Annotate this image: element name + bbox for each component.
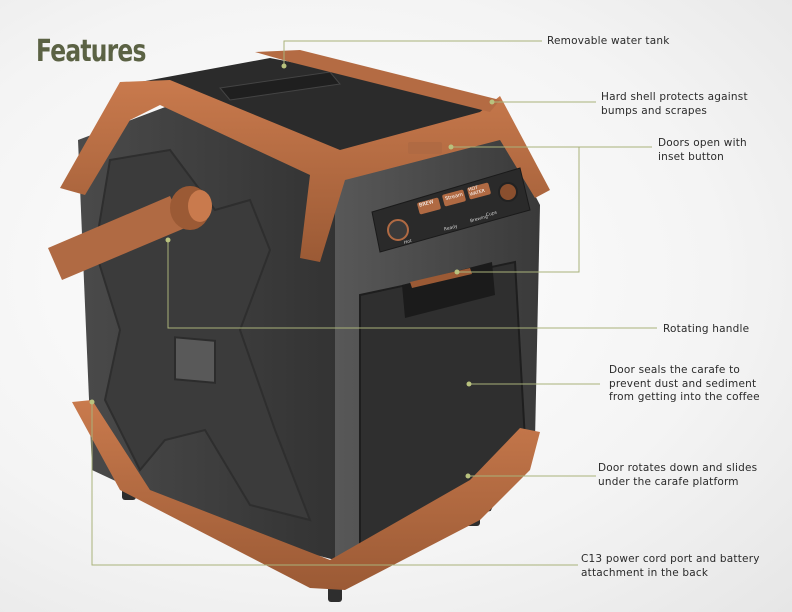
callout-power: C13 power cord port and battery attachme… [581, 553, 760, 580]
callout-door-seal-line-3: from getting into the coffee [609, 391, 760, 403]
callout-water-tank: Removable water tank [547, 35, 670, 47]
callout-door-rotate-line-2: under the carafe platform [598, 475, 739, 488]
callout-power-line-1: C13 power cord port and battery [581, 553, 760, 565]
shell-bottom-frame [72, 400, 540, 590]
callout-door-rotate-line-1: Door rotates down and slides [598, 462, 758, 474]
callout-shell-line-1: Hard shell protects against [601, 91, 748, 103]
shell-top-frame [60, 80, 550, 262]
callout-shell: Hard shell protects against bumps and sc… [601, 91, 748, 118]
page-title: Features [36, 34, 146, 69]
callout-door-seal-line-2: prevent dust and sediment [609, 377, 757, 390]
callout-power-line-2: attachment in the back [581, 566, 709, 579]
callout-door-rotate: Door rotates down and slides under the c… [598, 462, 757, 489]
callout-doors-line-1: Doors open with [658, 137, 747, 149]
door-handle-recess [402, 262, 495, 318]
callout-doors-line-2: inset button [658, 150, 724, 163]
callout-door-seal-line-1: Door seals the carafe to [609, 364, 741, 376]
callout-handle: Rotating handle [663, 323, 750, 335]
callout-door-seal: Door seals the carafe to prevent dust an… [609, 364, 760, 405]
callout-shell-line-2: bumps and scrapes [601, 104, 708, 117]
control-panel [371, 142, 531, 253]
body-top [140, 58, 490, 155]
callout-doors: Doors open with inset button [658, 137, 747, 164]
rotating-handle [48, 186, 212, 280]
water-tank-lid [219, 71, 341, 101]
